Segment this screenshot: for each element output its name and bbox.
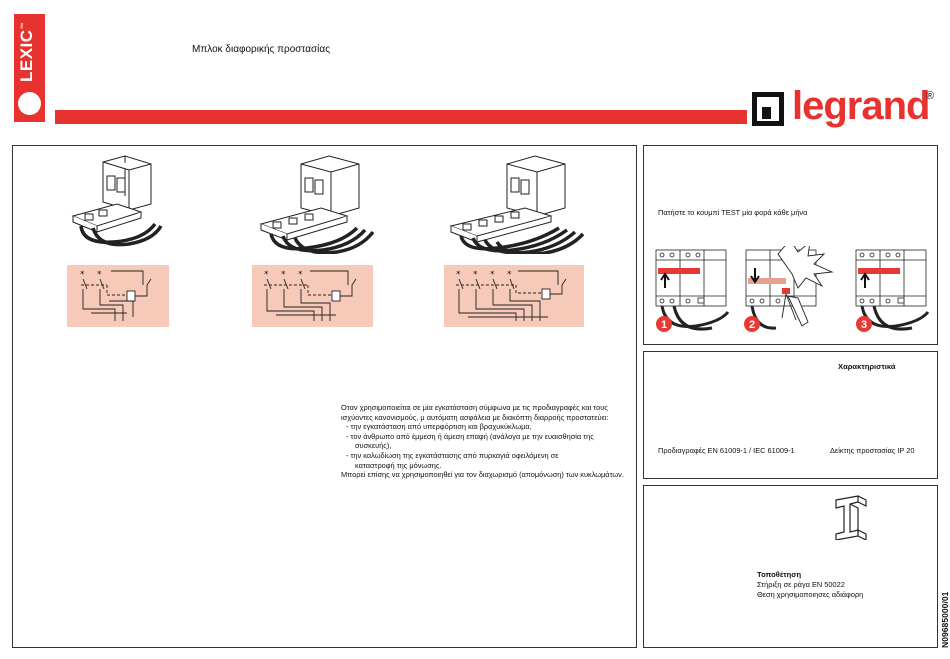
- lexic-dot-icon: [18, 92, 41, 115]
- description-text: Οταν χρησιμοποιείται σε μία εγκατάσταση …: [341, 403, 633, 480]
- test-step-2-illustration: 2: [744, 239, 834, 332]
- characteristics-protection: Δείκτης προστασίας IP 20: [830, 446, 915, 455]
- svg-text:*: *: [473, 270, 478, 280]
- test-step-2-number: 2: [749, 319, 755, 331]
- device-4-pole-illustration: [449, 155, 585, 254]
- mounting-line-2: Θεση χρησιμοποιησες αδιάφορη: [757, 590, 864, 599]
- lexic-tm: ™: [20, 21, 28, 30]
- description-item-2-cont: συσκευής),: [355, 441, 392, 451]
- test-panel: Πατήστε το κουμπί TEST μία φορά κάθε μήν…: [643, 145, 938, 345]
- svg-text:*: *: [281, 270, 286, 280]
- lexic-logo-text: LEXIC: [17, 29, 36, 82]
- mounting-line-1: Στήριξη σε ράγα EN 50022: [757, 580, 845, 589]
- description-footer: Μπορεί επίσης να χρησιμοποιηθεί για τον …: [341, 470, 624, 480]
- description-item-2: - τον άνθρωπο από έμμεση ή άμεση επαφή (…: [346, 431, 594, 441]
- test-step-1-illustration: 1: [655, 249, 730, 332]
- description-item-3: - την καλωδίωση της εγκατάστασης από πυρ…: [346, 450, 559, 460]
- svg-text:*: *: [507, 270, 512, 280]
- device-2-pole-illustration: [71, 155, 163, 247]
- characteristics-title: Χαρακτηριστικά: [838, 362, 896, 371]
- header-red-bar: [55, 110, 747, 124]
- test-step-3-number: 3: [861, 319, 867, 331]
- test-instruction: Πατήστε το κουμπί TEST μία φορά κάθε μήν…: [658, 208, 808, 217]
- mounting-panel: Τοποθέτηση Στήριξη σε ράγα EN 50022 Θεση…: [643, 485, 938, 648]
- lexic-logo: LEXIC™: [17, 22, 37, 82]
- characteristics-panel: Χαρακτηριστικά Προδιαγραφές EN 61009-1 /…: [643, 351, 938, 479]
- legrand-mark-icon: [752, 92, 784, 126]
- legrand-wordmark: legrand: [792, 84, 930, 128]
- device-3-pole-illustration: [259, 155, 375, 254]
- description-item-3-cont: καταστροφή της μόνωσης.: [355, 460, 442, 470]
- mounting-title: Τοποθέτηση: [757, 570, 802, 579]
- schematic-4-pole: * * * *: [444, 265, 584, 327]
- test-step-2: 2: [742, 239, 834, 338]
- legrand-logo: legrand ®: [752, 84, 937, 136]
- svg-text:*: *: [264, 270, 269, 280]
- document-reference: N09685000/01: [940, 591, 950, 648]
- main-panel: * * * * *: [12, 145, 637, 648]
- schematic-2-pole: * *: [67, 265, 169, 327]
- din-rail-icon: [835, 495, 867, 540]
- svg-text:*: *: [298, 270, 303, 280]
- lexic-logo-band: LEXIC™: [14, 14, 45, 122]
- description-intro: Οταν χρησιμοποιείται σε μία εγκατάσταση …: [341, 403, 609, 422]
- svg-text:*: *: [80, 270, 85, 280]
- test-step-1-number: 1: [661, 319, 667, 331]
- page-title: Μπλοκ διαφορικής προστασίας: [192, 44, 331, 55]
- svg-text:*: *: [490, 270, 495, 280]
- description-item-1: - την εγκατάσταση από υπερφόρτιση και βρ…: [346, 422, 532, 432]
- test-step-3: 3: [852, 246, 930, 338]
- test-step-1: 1: [652, 246, 730, 338]
- test-step-3-illustration: 3: [855, 249, 930, 332]
- svg-text:*: *: [456, 270, 461, 280]
- svg-text:*: *: [97, 270, 102, 280]
- schematic-3-pole: * * *: [252, 265, 373, 327]
- characteristics-spec: Προδιαγραφές EN 61009-1 / IEC 61009-1: [658, 446, 795, 455]
- registered-mark: ®: [926, 90, 935, 102]
